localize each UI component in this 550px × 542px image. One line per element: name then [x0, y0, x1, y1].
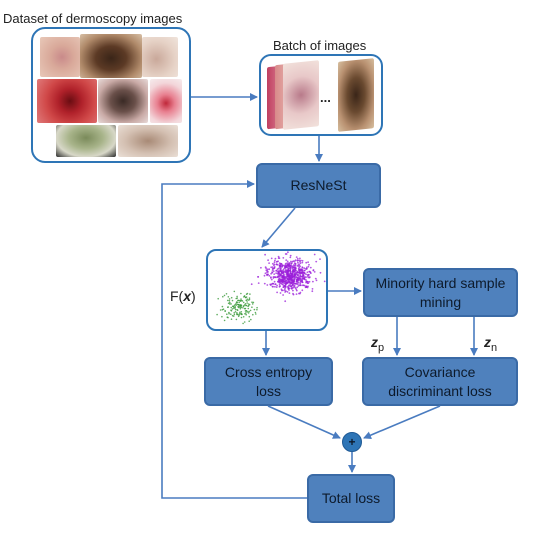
green-cluster — [216, 290, 258, 325]
resnest-label: ResNeSt — [290, 177, 347, 194]
dermoscopy-image — [98, 79, 148, 123]
feature-suffix: ) — [191, 288, 196, 304]
feature-var: x — [183, 288, 192, 304]
zp-label: zp — [371, 334, 384, 354]
cross-entropy-node: Cross entropy loss — [204, 357, 333, 406]
arrow-covariance-to-sum — [363, 405, 441, 439]
purple-cluster — [250, 241, 326, 303]
dataset-title: Dataset of dermoscopy images — [3, 11, 183, 26]
dermoscopy-image — [150, 79, 182, 123]
batch-title: Batch of images — [273, 38, 367, 53]
dermoscopy-image — [40, 37, 80, 77]
arrow-resnest-to-scatter — [261, 207, 296, 248]
dermoscopy-image — [80, 34, 142, 78]
cross-entropy-label: Cross entropy loss — [224, 364, 313, 399]
dermoscopy-image — [118, 125, 178, 157]
feature-scatter-frame — [206, 241, 328, 331]
zn-label: zn — [484, 334, 497, 354]
batch-ellipsis: ... — [320, 90, 331, 105]
total-loss-label: Total loss — [321, 490, 381, 507]
resnest-node: ResNeSt — [256, 163, 381, 208]
minority-mining-label: Minority hard sample mining — [375, 275, 506, 310]
sum-symbol: + — [348, 435, 356, 449]
sum-node: + — [342, 432, 362, 452]
arrow-total-feedback — [161, 180, 307, 499]
dermoscopy-image — [56, 125, 116, 157]
feature-scatter-plot — [216, 241, 326, 325]
feature-prefix: F( — [170, 288, 184, 304]
covariance-node: Covariance discriminant loss — [362, 357, 518, 406]
zp-var: z — [371, 334, 378, 350]
feature-label: F(x) — [170, 288, 196, 304]
arrow-cross-entropy-to-sum — [267, 405, 341, 439]
zn-var: z — [484, 334, 491, 350]
dermoscopy-image — [142, 37, 178, 77]
zn-sub: n — [491, 341, 498, 354]
minority-mining-node: Minority hard sample mining — [363, 268, 518, 317]
total-loss-node: Total loss — [307, 474, 395, 523]
zp-sub: p — [378, 341, 385, 354]
covariance-label: Covariance discriminant loss — [388, 364, 492, 399]
dermoscopy-image — [37, 79, 97, 123]
